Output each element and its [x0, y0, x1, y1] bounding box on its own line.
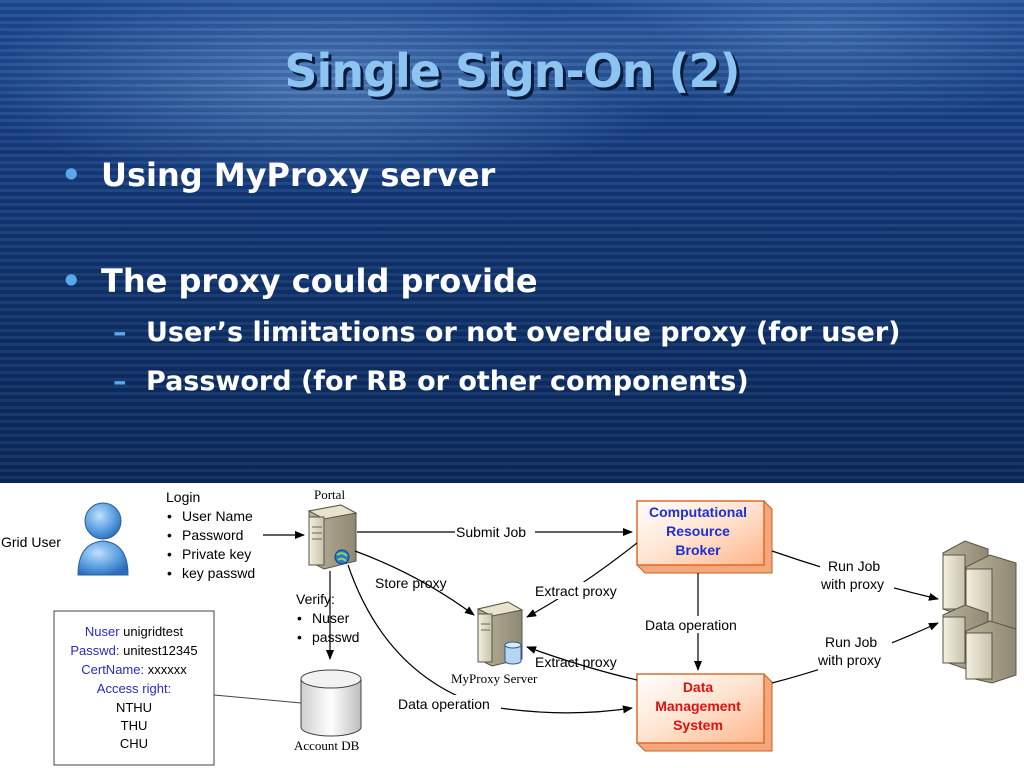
extract-proxy-arrow-1 [526, 542, 638, 618]
run-job-label: Run Job [825, 634, 877, 650]
account-line: NTHU [116, 700, 152, 715]
data-management-system-box [636, 673, 773, 752]
portal-server-icon [307, 504, 358, 570]
edge-label-bg [644, 616, 750, 633]
list-bullet: • [297, 629, 302, 645]
grid-user-label: Grid User [1, 534, 61, 550]
verify-item: Nuser [312, 610, 350, 626]
sub-bullet-text: User’s limitations or not overdue proxy … [146, 317, 901, 348]
submit-job-label: Submit Job [456, 524, 526, 540]
extract-proxy-arrow-2 [526, 646, 638, 681]
list-bullet: • [167, 565, 172, 581]
run-job-label: with proxy [820, 576, 884, 592]
myproxy-server-icon [476, 601, 524, 667]
grid-user-icon [77, 502, 129, 576]
dms-label-line: System [673, 717, 723, 733]
sso-diagram: Grid User Login • User Name • Password •… [1, 487, 1017, 766]
sub-bullet-text: Password (for RB or other components) [146, 366, 749, 397]
login-item: User Name [182, 508, 253, 524]
account-line: THU [121, 718, 148, 733]
data-operation-label: Data operation [398, 696, 490, 712]
account-db-label: Account DB [294, 738, 360, 753]
extract-proxy-label-2: Extract proxy [535, 654, 617, 670]
list-bullet: • [167, 508, 172, 524]
portal-label: Portal [314, 487, 345, 502]
crb-label-line: Computational [649, 504, 747, 520]
login-item: Password [182, 527, 243, 543]
crb-label-line: Broker [675, 542, 721, 558]
bullet-item: • Using MyProxy server [61, 156, 496, 194]
extract-proxy-label-1: Extract proxy [535, 583, 617, 599]
account-info-box [53, 610, 215, 766]
bullet-mark: • [61, 156, 82, 194]
slide-background: Single Sign-On (2) • Using MyProxy serve… [0, 0, 1024, 483]
dash-mark: – [113, 366, 127, 397]
myproxy-server-label: MyProxy Server [451, 671, 538, 686]
store-proxy-label: Store proxy [375, 575, 447, 591]
sub-bullet-item: – User’s limitations or not overdue prox… [113, 317, 901, 348]
dms-label-line: Management [655, 698, 741, 714]
edge-label-bg [818, 634, 892, 670]
list-bullet: • [167, 527, 172, 543]
verify-item: passwd [312, 629, 359, 645]
login-title: Login [166, 489, 200, 505]
dms-label-line: Data [683, 679, 714, 695]
edge-label-bg [455, 523, 535, 539]
crb-label-line: Resource [666, 523, 730, 539]
account-line: Access right: [97, 681, 171, 696]
run-job-label: with proxy [817, 652, 881, 668]
edge-label-bg [397, 695, 501, 712]
computational-resource-broker-box [636, 500, 773, 574]
run-job-label: Run Job [828, 558, 880, 574]
sub-bullet-item: – Password (for RB or other components) [113, 366, 749, 397]
account-line: Nuser unigridtest [85, 624, 184, 639]
slide-title: Single Sign-On (2) [284, 44, 740, 98]
account-db-icon [300, 669, 362, 737]
login-list: • User Name • Password • Private key • k… [167, 508, 255, 581]
edge-label-bg [535, 582, 627, 599]
data-operation-label-vertical: Data operation [645, 617, 737, 633]
account-info-lines: Nuser unigridtest Passwd: unitest12345 C… [70, 624, 197, 751]
store-proxy-arrow [354, 550, 475, 616]
account-line: CHU [120, 736, 148, 751]
login-item: key passwd [182, 565, 255, 581]
list-bullet: • [167, 546, 172, 562]
bullet-text: Using MyProxy server [101, 156, 496, 194]
edge-label-bg [820, 558, 894, 594]
list-bullet: • [297, 610, 302, 626]
account-line: Passwd: unitest12345 [70, 643, 197, 658]
bullet-mark: • [61, 262, 82, 300]
account-line: CertName: xxxxxx [81, 662, 187, 677]
dash-mark: – [113, 317, 127, 348]
bullet-text: The proxy could provide [101, 262, 538, 300]
account-link-line [213, 694, 302, 704]
bullet-item: • The proxy could provide [61, 262, 538, 300]
login-item: Private key [182, 546, 251, 562]
computing-cluster-icon [942, 540, 1017, 684]
verify-title: Verify: [296, 591, 335, 607]
